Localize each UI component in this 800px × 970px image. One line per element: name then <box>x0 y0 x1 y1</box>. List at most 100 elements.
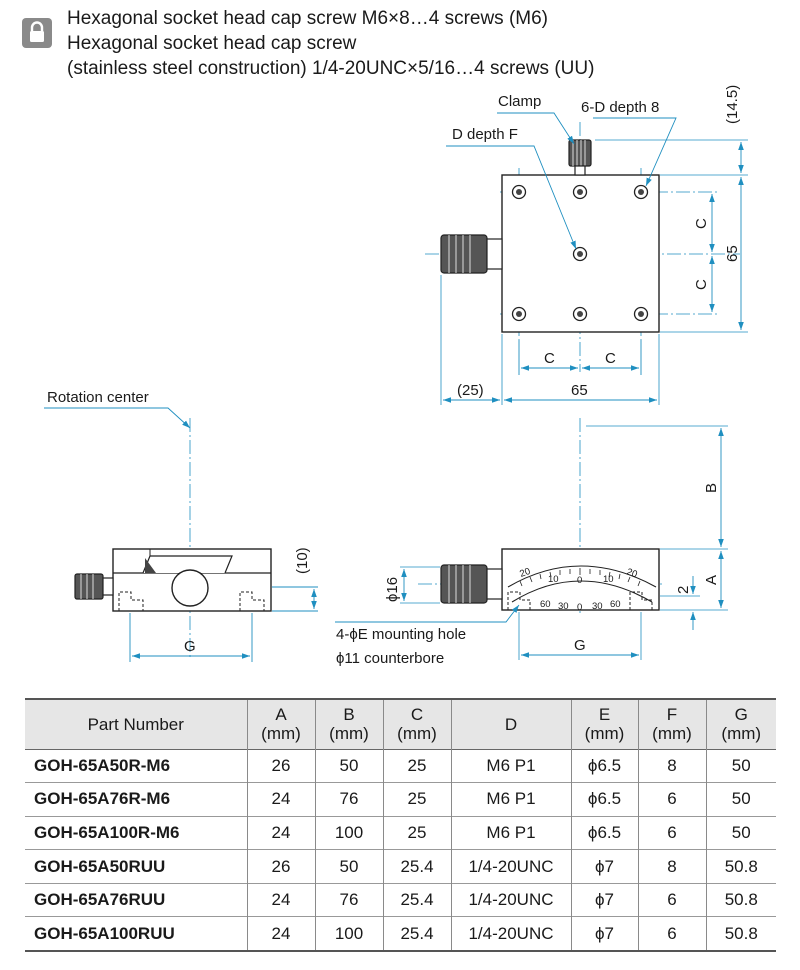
dim-25: (25) <box>457 382 484 399</box>
dim-10: (10) <box>294 547 311 574</box>
label-rotation-center: Rotation center <box>47 389 149 406</box>
label-6d-depth: 6-D depth 8 <box>581 99 659 116</box>
cell-e: ϕ6.5 <box>570 749 639 783</box>
header-f: F(mm) <box>637 699 707 749</box>
table-row: GOH-65A100RUU 24 100 25.4 1/4-20UNC ϕ7 6… <box>25 916 776 951</box>
header-unit: (mm) <box>261 724 301 744</box>
dim-phi16: ϕ16 <box>384 577 401 602</box>
header-text: A <box>275 705 287 725</box>
cell-f: 6 <box>637 782 707 817</box>
dim-c-vertical-2: C <box>693 279 710 290</box>
label-mounting-hole: 4-ϕE mounting hole <box>336 626 466 643</box>
header-b: B(mm) <box>314 699 384 749</box>
dim-c-horizontal-1: C <box>544 350 555 367</box>
table-row: GOH-65A100R-M6 24 100 25 M6 P1 ϕ6.5 6 50 <box>25 816 776 850</box>
label-clamp: Clamp <box>498 93 541 110</box>
right-side-view: 20 10 0 10 20 60 30 0 30 60 <box>335 418 728 667</box>
cell-c: 25 <box>382 816 452 850</box>
scale-label: 20 <box>625 566 639 580</box>
cell-g: 50 <box>705 782 776 817</box>
cell-c: 25.4 <box>382 849 452 884</box>
cell-b: 100 <box>314 816 384 850</box>
dim-c-vertical-1: C <box>693 218 710 229</box>
table-row: GOH-65A76RUU 24 76 25.4 1/4-20UNC ϕ7 6 5… <box>25 883 776 917</box>
cell-part-number: GOH-65A76R-M6 <box>25 782 248 817</box>
header-unit: (mm) <box>721 724 762 744</box>
cell-a: 24 <box>246 883 316 917</box>
header-text: C <box>410 705 424 725</box>
mounting-holes-top <box>511 184 649 322</box>
header-text: F <box>666 705 678 725</box>
cell-b: 50 <box>314 849 384 884</box>
micrometer-knob-front <box>440 564 503 604</box>
cell-c: 25 <box>382 782 452 817</box>
cell-g: 50 <box>705 749 776 783</box>
cell-a: 26 <box>246 849 316 884</box>
cell-a: 24 <box>246 782 316 817</box>
cell-part-number: GOH-65A50R-M6 <box>25 749 248 783</box>
cell-e: ϕ6.5 <box>570 816 639 850</box>
cell-d: 1/4-20UNC <box>450 849 572 884</box>
header-text: B <box>343 705 355 725</box>
cell-a: 26 <box>246 749 316 783</box>
label-counterbore: ϕ11 counterbore <box>336 650 444 667</box>
cell-part-number: GOH-65A100RUU <box>25 916 248 951</box>
header-part-number: Part Number <box>25 699 248 749</box>
table-row: GOH-65A76R-M6 24 76 25 M6 P1 ϕ6.5 6 50 <box>25 782 776 817</box>
header-e: E(mm) <box>570 699 639 749</box>
cell-g: 50.8 <box>705 916 776 951</box>
table-header-row: Part Number A(mm) B(mm) C(mm) D E(mm) F(… <box>25 699 776 749</box>
cell-g: 50 <box>705 816 776 850</box>
cell-b: 76 <box>314 782 384 817</box>
dim-c-horizontal-2: C <box>605 350 616 367</box>
header-c: C(mm) <box>382 699 452 749</box>
scale-label: 0 <box>577 602 582 613</box>
cell-c: 25.4 <box>382 883 452 917</box>
cell-f: 8 <box>637 849 707 884</box>
cell-f: 6 <box>637 883 707 917</box>
cell-b: 50 <box>314 749 384 783</box>
left-side-view: Rotation center (10) G <box>44 389 318 662</box>
cell-e: ϕ7 <box>570 849 639 884</box>
dim-a: A <box>703 575 720 585</box>
dim-g-left: G <box>184 638 196 655</box>
scale-label: 60 <box>540 599 551 610</box>
micrometer-knob-top <box>440 234 503 274</box>
cell-f: 6 <box>637 816 707 850</box>
scale-label: 30 <box>592 601 603 612</box>
cell-e: ϕ7 <box>570 883 639 917</box>
cell-a: 24 <box>246 916 316 951</box>
header-unit: (mm) <box>397 724 437 744</box>
cell-d: 1/4-20UNC <box>450 883 572 917</box>
cell-part-number: GOH-65A76RUU <box>25 883 248 917</box>
cell-g: 50.8 <box>705 883 776 917</box>
scale-label: 10 <box>548 574 559 585</box>
cell-b: 76 <box>314 883 384 917</box>
cell-c: 25.4 <box>382 916 452 951</box>
dim-65-horizontal: 65 <box>571 382 588 399</box>
header-unit: (mm) <box>584 724 625 744</box>
cell-e: ϕ6.5 <box>570 782 639 817</box>
dim-g-right: G <box>574 637 586 654</box>
header-lines: Hexagonal socket head cap screw M6×8…4 s… <box>67 6 594 81</box>
clamp-knob <box>568 139 592 176</box>
header-unit: (mm) <box>329 724 369 744</box>
rotation-knob-circle <box>171 569 209 607</box>
dim-14-5: (14.5) <box>724 85 741 124</box>
cell-d: 1/4-20UNC <box>450 916 572 951</box>
scale-ticks <box>519 568 641 587</box>
cell-d: M6 P1 <box>450 816 572 850</box>
micrometer-knob-side <box>74 573 114 600</box>
header-g: G(mm) <box>705 699 776 749</box>
label-d-depth: D depth F <box>452 126 518 143</box>
scale-label: 0 <box>577 575 582 586</box>
header-text: G <box>734 705 748 725</box>
cell-e: ϕ7 <box>570 916 639 951</box>
cell-g: 50.8 <box>705 849 776 884</box>
lock-icon <box>22 18 52 48</box>
cell-part-number: GOH-65A50RUU <box>25 849 248 884</box>
header-line: (stainless steel construction) 1/4-20UNC… <box>67 58 595 79</box>
dim-b: B <box>703 483 720 493</box>
cell-c: 25 <box>382 749 452 783</box>
table-row: GOH-65A50RUU 26 50 25.4 1/4-20UNC ϕ7 8 5… <box>25 849 776 884</box>
